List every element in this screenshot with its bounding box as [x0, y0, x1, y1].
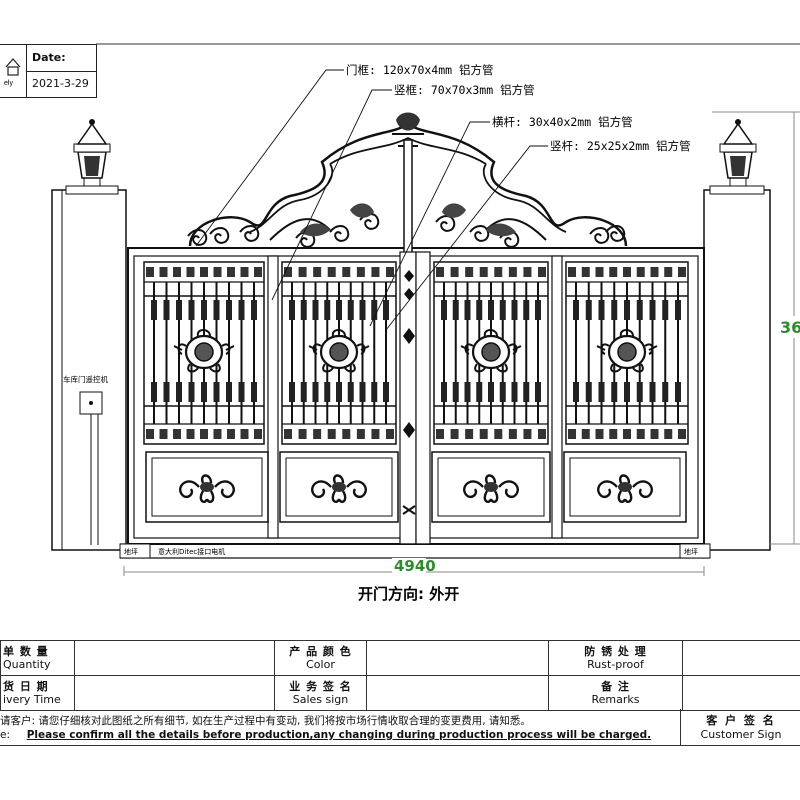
notes-bar: 请客户: 请您仔细核对此图纸之所有细节, 如在生产过程中有变动, 我们将按市场行… [0, 709, 680, 746]
right-pillar [703, 119, 771, 551]
notes-en-prefix: e: [0, 729, 10, 741]
grille-panel [565, 261, 689, 445]
date-value: 2021-3-29 [32, 77, 89, 90]
quantity-value[interactable] [74, 640, 275, 676]
gate-crown-ornament [187, 112, 628, 248]
grille-panel [143, 261, 265, 445]
notes-en-line: e: Please confirm all the details before… [0, 729, 651, 741]
motor-label: 车库门遥控机 [63, 374, 108, 384]
opening-direction: 开门方向: 外开 [358, 585, 459, 603]
callout-vertical-frame: 竖框: 70x70x3mm 铝方管 [394, 83, 535, 97]
height-value: 36 [780, 318, 800, 337]
left-lamp-icon [73, 119, 111, 187]
customer-sign[interactable]: 客 户 签 名 Customer Sign [680, 709, 800, 746]
gate-drawing: 车库门遥控机 [51, 43, 800, 603]
right-lamp-icon [719, 119, 757, 187]
house-logo-icon: ely [4, 58, 21, 87]
grille-panels [143, 261, 689, 445]
callout-horizontal-bar: 横杆: 30x40x2mm 铝方管 [492, 115, 633, 129]
callout-leaders [195, 69, 548, 331]
callout-door-frame: 门框: 120x70x4mm 铝方管 [346, 63, 494, 77]
width-value: 4940 [394, 557, 436, 575]
sales-sign-value[interactable] [366, 675, 549, 711]
left-ground-label: 地坪 [124, 547, 138, 556]
lower-panels [145, 451, 687, 523]
delivery-time-value[interactable] [74, 675, 275, 711]
rust-proof-value[interactable] [682, 640, 800, 676]
color-value[interactable] [366, 640, 549, 676]
remarks-value[interactable] [682, 675, 800, 711]
right-ground-label: 地坪 [684, 547, 698, 556]
date-label: Date: [26, 45, 96, 72]
operator-label: 意大利Ditec接口电机 [158, 547, 225, 556]
logo-text: ely [4, 80, 13, 87]
grille-panel [433, 261, 549, 445]
ground-bar: 地坪 地坪 意大利Ditec接口电机 [119, 543, 711, 559]
left-pillar: 车库门遥控机 [51, 119, 127, 551]
height-dimension: 36 [712, 111, 800, 545]
callout-vertical-bar: 竖杆: 25x25x2mm 铝方管 [550, 139, 691, 153]
width-dimension: 4940 [123, 557, 705, 576]
notes-cn: 请客户: 请您仔细核对此图纸之所有细节, 如在生产过程中有变动, 我们将按市场行… [0, 715, 531, 727]
customer-sign-en: Customer Sign [700, 728, 782, 741]
notes-en: Please confirm all the details before pr… [26, 729, 652, 741]
date-box: ely Date: 2021-3-29 [0, 44, 97, 98]
customer-sign-cn: 客 户 签 名 [706, 714, 776, 727]
grille-panel [281, 261, 397, 445]
